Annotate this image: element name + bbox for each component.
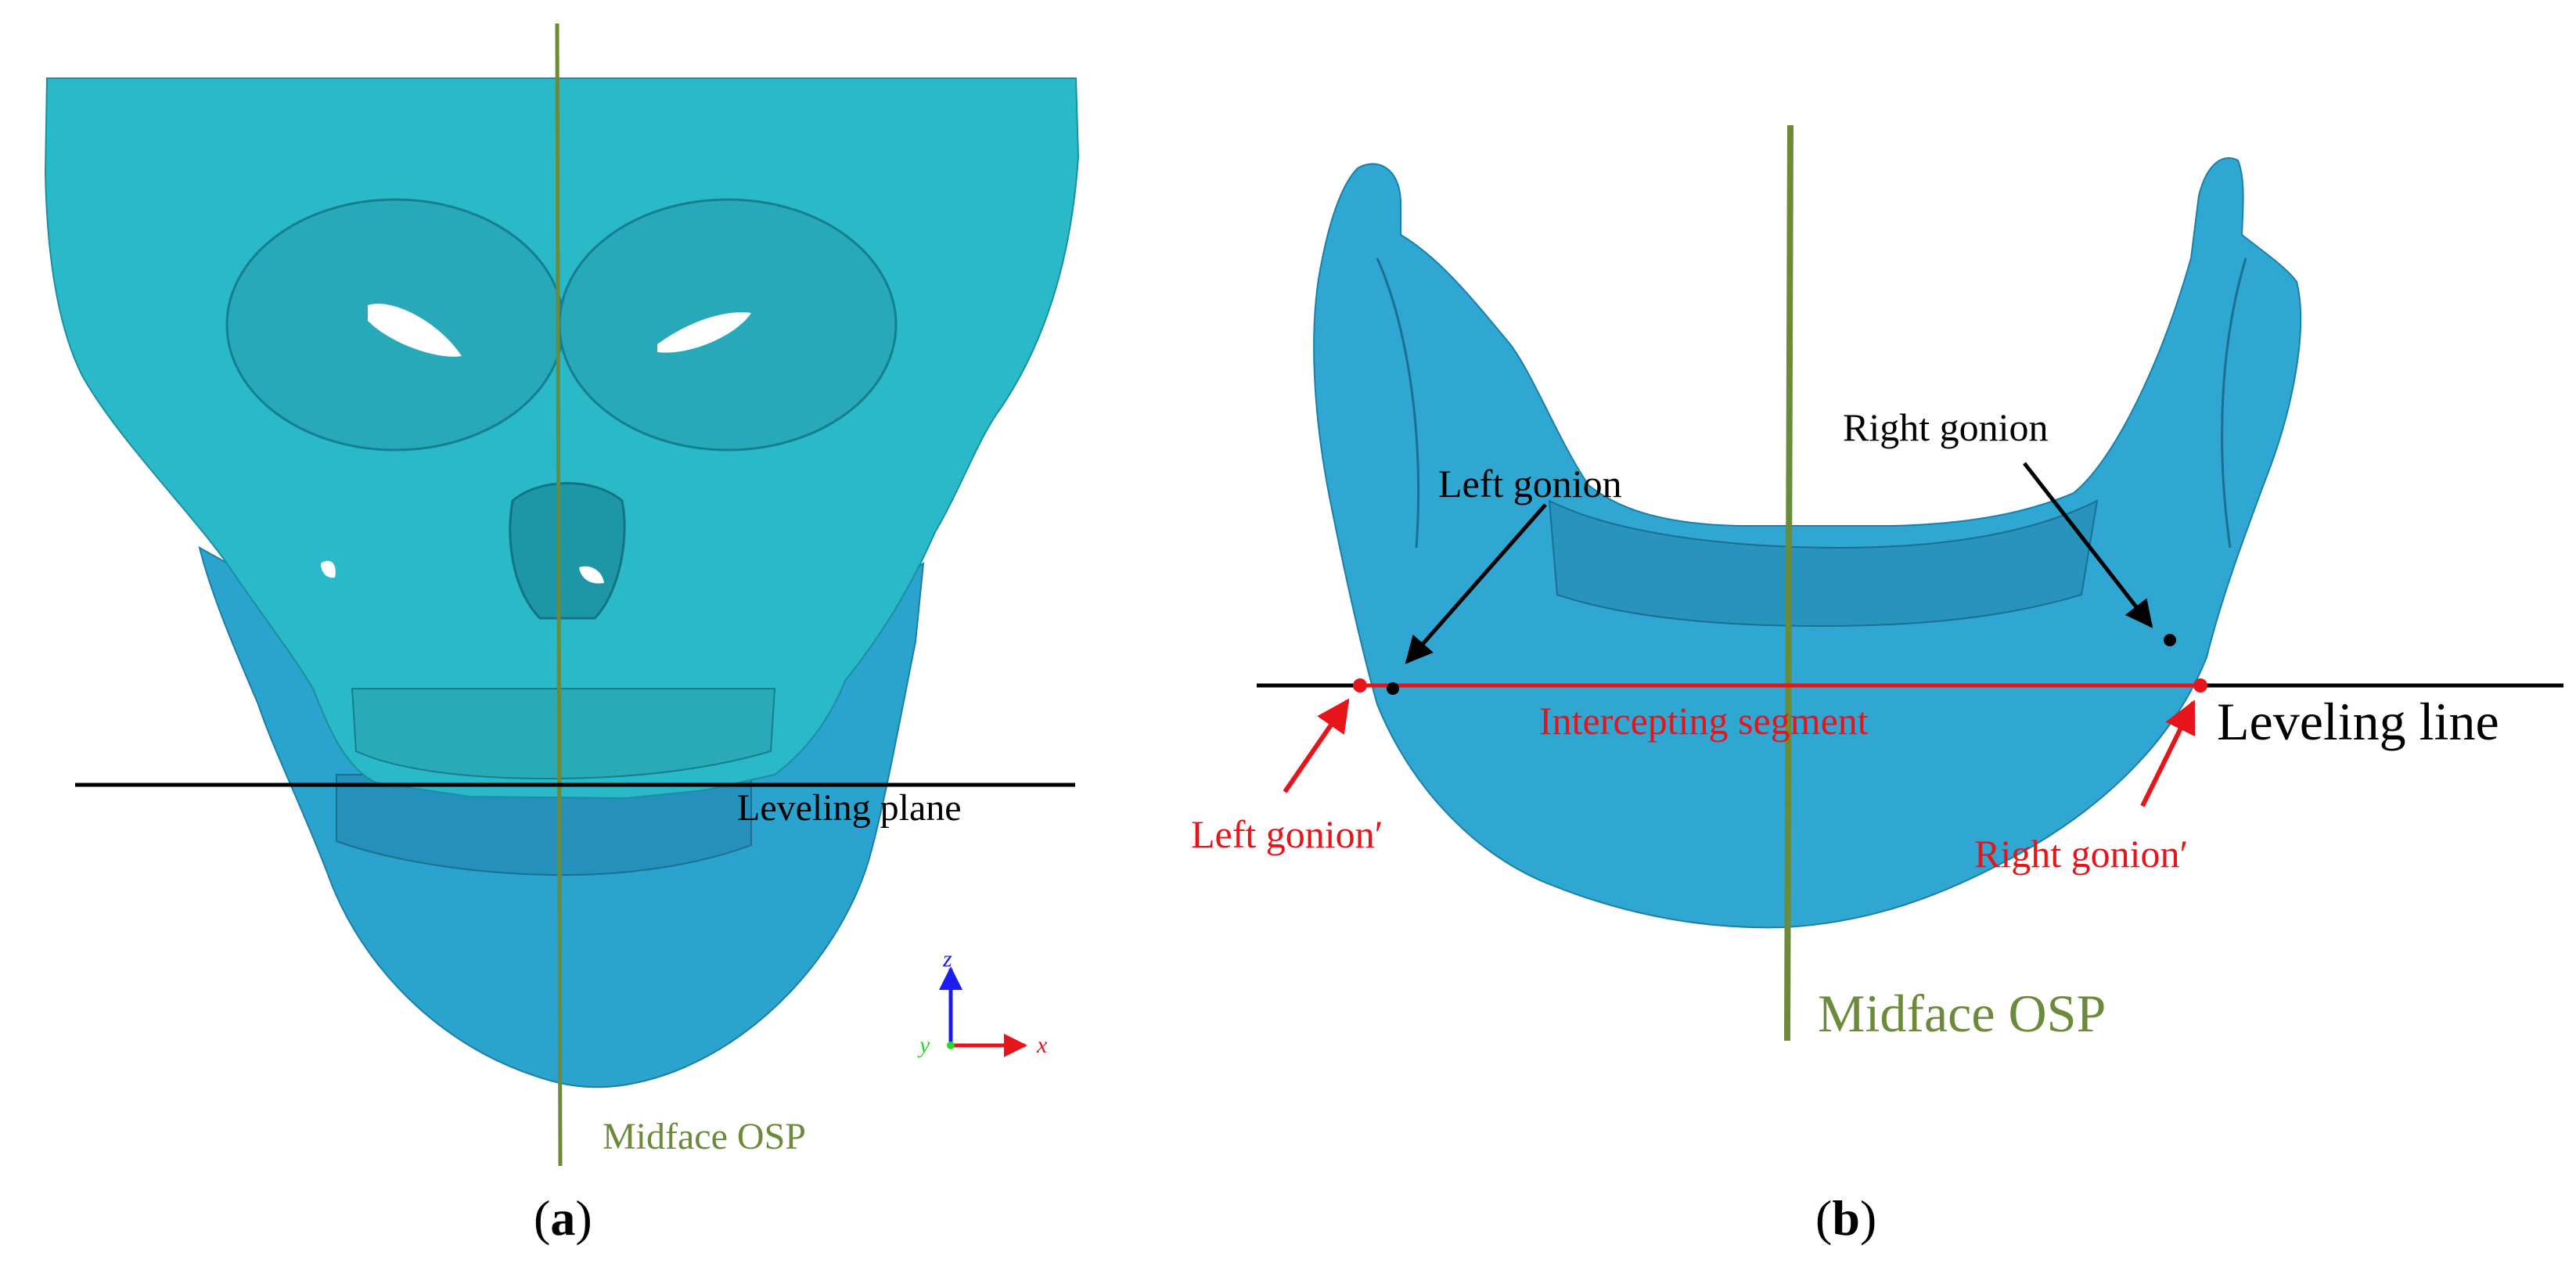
panel-b-right-gonion-arrow	[2023, 462, 2153, 628]
panel-a-orbit-hole-right	[657, 312, 751, 353]
panel-b-caption-letter: b	[1832, 1190, 1860, 1246]
panel-b-caption: (b)	[1815, 1190, 1876, 1246]
axis-z-label: z	[942, 946, 952, 972]
panel-b-right-gonion-prime-arrow	[2140, 700, 2196, 808]
panel-a-nasal-cavity	[509, 482, 626, 620]
axis-y-dot	[947, 1042, 955, 1049]
panel-b-leveling-line-label: Leveling line	[2217, 692, 2499, 751]
panel-a-caption: (a)	[534, 1190, 592, 1246]
panel-a-teeth	[336, 774, 752, 876]
panel-b-left-gonion-arrow	[1405, 503, 1547, 664]
panel-a: z y x Leveling plane Midface OSP (a)	[44, 23, 1080, 1246]
panel-a-cheek-hole	[321, 560, 336, 578]
axis-x-label: x	[1036, 1032, 1048, 1058]
panel-a-caption-open: (	[534, 1190, 550, 1246]
panel-b-mandible	[1313, 157, 2302, 929]
panel-b-midface-osp-label: Midface OSP	[1818, 984, 2106, 1043]
panel-a-orbit-hole-left	[368, 304, 462, 357]
panel-a-caption-close: )	[575, 1190, 592, 1246]
panel-b-right-gonion-prime-label: Right gonion′	[1974, 832, 2188, 876]
panel-a-midface-osp-label: Midface OSP	[603, 1116, 806, 1157]
panel-a-midface-osp-line	[555, 23, 563, 1167]
axis-y-label: y	[917, 1032, 930, 1058]
panel-b-left-gonion-dot	[1387, 682, 1399, 695]
panel-b-midface-osp-line	[1784, 124, 1793, 1042]
panel-b-left-gonion-prime-dot	[1353, 678, 1367, 693]
panel-a-caption-letter: a	[550, 1190, 575, 1246]
panel-b-right-gonion-label: Right gonion	[1843, 405, 2049, 449]
panel-b-left-ramus-detail	[1376, 257, 1420, 549]
panel-a-axis-triad: z y x	[917, 946, 1048, 1058]
panel-b-caption-open: (	[1815, 1190, 1832, 1246]
panel-b: Left gonion Right gonion Intercepting se…	[1191, 124, 2563, 1246]
panel-a-upper-teeth	[351, 688, 776, 780]
panel-b-left-gonion-label: Left gonion	[1438, 462, 1622, 505]
panel-b-left-gonion-prime-arrow	[1283, 698, 1350, 793]
panel-a-nasal-hole	[579, 566, 604, 584]
panel-a-leveling-plane-label: Leveling plane	[737, 787, 962, 829]
panel-b-right-ramus-detail	[2221, 257, 2247, 549]
panel-b-right-gonion-prime-dot	[2193, 678, 2207, 693]
panel-b-caption-close: )	[1860, 1190, 1876, 1246]
panel-b-left-gonion-prime-label: Left gonion′	[1191, 812, 1383, 856]
panel-b-intercepting-segment-label: Intercepting segment	[1539, 699, 1869, 743]
panel-b-right-gonion-dot	[2164, 634, 2176, 646]
